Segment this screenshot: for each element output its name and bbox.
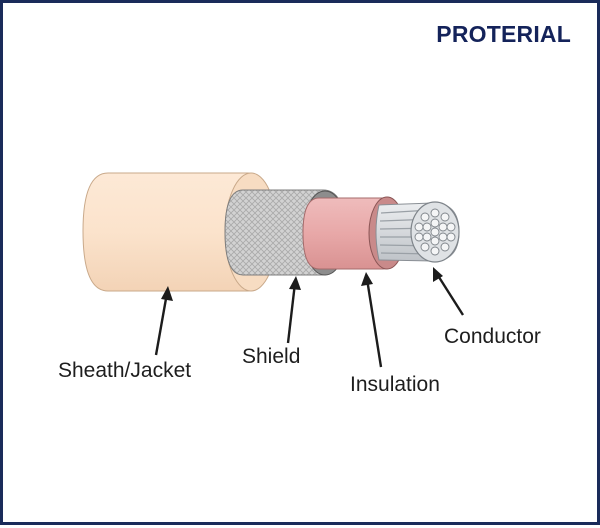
insulation-label: Insulation [350, 373, 440, 396]
brand-logo: PROTERIAL [436, 21, 571, 47]
insulation-arrow [361, 272, 383, 368]
sheath-label: Sheath/Jacket [58, 359, 192, 382]
conductor-layer [375, 201, 460, 263]
sheath-arrow [154, 286, 173, 356]
shield-arrow [286, 276, 301, 344]
shield-label: Shield [242, 345, 301, 368]
conductor-label: Conductor [444, 325, 541, 348]
cable-diagram [82, 172, 465, 368]
conductor-arrow [433, 267, 465, 316]
